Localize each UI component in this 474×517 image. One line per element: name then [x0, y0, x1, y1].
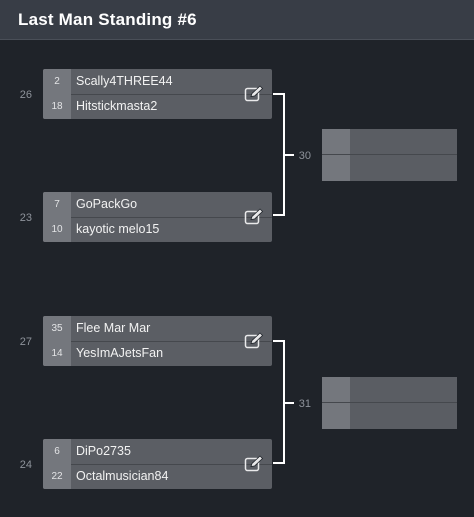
match-card[interactable]: 35 Flee Mar Mar 14 YesImAJetsFan: [43, 316, 272, 366]
match-number: 23: [19, 212, 32, 224]
pending-match-card[interactable]: [322, 377, 457, 429]
team-row[interactable]: 2 Scally4THREE44: [43, 69, 272, 95]
match-number: 26: [19, 89, 32, 101]
pending-seed-slot: [322, 377, 350, 429]
team-row[interactable]: 6 DiPo2735: [43, 439, 272, 465]
team-row[interactable]: 14 YesImAJetsFan: [43, 341, 272, 366]
bracket-connector-line: [284, 402, 294, 404]
team-name: Flee Mar Mar: [76, 321, 151, 335]
team-seed: 7: [43, 192, 71, 217]
team-name: kayotic melo15: [76, 222, 160, 236]
team-seed: 22: [43, 464, 71, 489]
match-number: 30: [298, 150, 311, 162]
team-seed: 6: [43, 439, 71, 464]
team-row[interactable]: 18 Hitstickmasta2: [43, 94, 272, 119]
edit-icon[interactable]: [244, 332, 264, 350]
team-row[interactable]: 10 kayotic melo15: [43, 217, 272, 242]
match-card[interactable]: 7 GoPackGo 10 kayotic melo15: [43, 192, 272, 242]
team-name: YesImAJetsFan: [76, 346, 164, 360]
pending-seed-slot: [322, 129, 350, 181]
team-seed: 10: [43, 217, 71, 242]
match-card[interactable]: 6 DiPo2735 22 Octalmusician84: [43, 439, 272, 489]
divider: [322, 154, 457, 155]
team-row[interactable]: 22 Octalmusician84: [43, 464, 272, 489]
match-number: 27: [19, 336, 32, 348]
bracket-connector-line: [284, 154, 294, 156]
team-name: Scally4THREE44: [76, 74, 173, 88]
team-row[interactable]: 7 GoPackGo: [43, 192, 272, 218]
edit-icon[interactable]: [244, 208, 264, 226]
team-name: GoPackGo: [76, 197, 138, 211]
match-number: 31: [298, 398, 311, 410]
pending-match-card[interactable]: [322, 129, 457, 181]
team-seed: 18: [43, 94, 71, 119]
match-number: 24: [19, 459, 32, 471]
edit-icon[interactable]: [244, 455, 264, 473]
team-seed: 35: [43, 316, 71, 341]
match-card[interactable]: 2 Scally4THREE44 18 Hitstickmasta2: [43, 69, 272, 119]
team-row[interactable]: 35 Flee Mar Mar: [43, 316, 272, 342]
page-title: Last Man Standing #6: [18, 10, 197, 29]
team-name: Octalmusician84: [76, 469, 169, 483]
team-seed: 14: [43, 341, 71, 366]
team-name: DiPo2735: [76, 444, 131, 458]
team-seed: 2: [43, 69, 71, 94]
divider: [322, 402, 457, 403]
team-name: Hitstickmasta2: [76, 99, 158, 113]
edit-icon[interactable]: [244, 85, 264, 103]
bracket-header: Last Man Standing #6: [0, 0, 474, 40]
